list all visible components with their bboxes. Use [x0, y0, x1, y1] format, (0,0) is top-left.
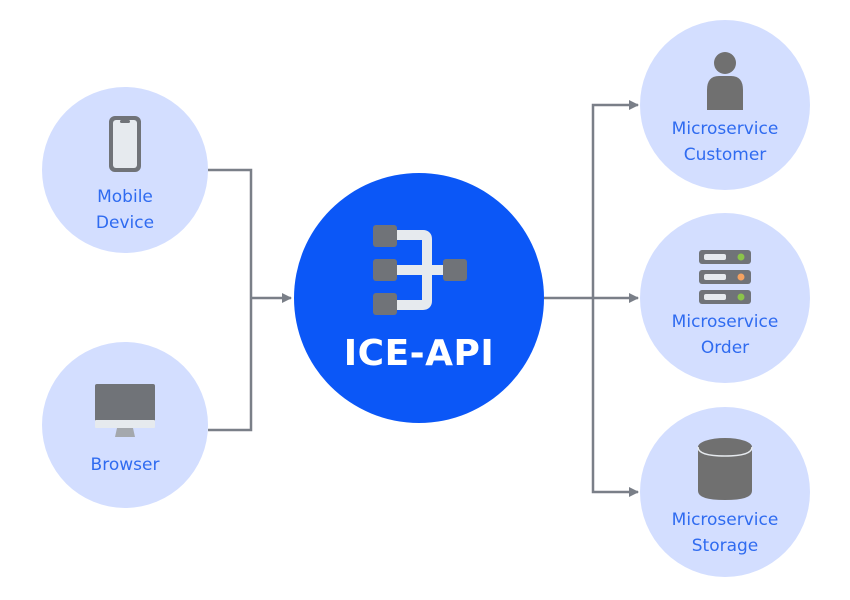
edge-browser-to-hub	[208, 298, 253, 432]
node-label-line2: Storage	[691, 536, 759, 556]
node-label-line2: Order	[700, 338, 750, 358]
server-rack-icon	[699, 250, 751, 304]
edge-hub-to-storage	[591, 298, 639, 497]
hub-ice-api[interactable]: ICE-API	[294, 173, 544, 423]
database-icon	[697, 438, 753, 500]
node-label-line1: Browser	[90, 455, 160, 475]
node-microservice-storage[interactable]: Microservice Storage	[640, 407, 810, 577]
node-label-line2: Device	[95, 213, 155, 233]
node-microservice-order[interactable]: Microservice Order	[640, 213, 810, 383]
smartphone-icon	[109, 116, 141, 172]
edge-mobile-to-hub	[208, 168, 253, 298]
node-label-line2: Customer	[683, 145, 767, 165]
edge-hub-to-customer	[591, 100, 639, 298]
desktop-monitor-icon	[95, 384, 155, 437]
user-icon	[707, 52, 743, 110]
api-gateway-icon	[373, 225, 467, 315]
hub-title: ICE-API	[343, 333, 495, 374]
node-mobile-device[interactable]: Mobile Device	[42, 87, 208, 253]
node-label-line1: Microservice	[671, 119, 779, 139]
node-label-line1: Microservice	[671, 510, 779, 530]
node-microservice-customer[interactable]: Microservice Customer	[640, 20, 810, 190]
node-label-line1: Microservice	[671, 312, 779, 332]
node-browser[interactable]: Browser	[42, 342, 208, 508]
node-label-line1: Mobile	[97, 187, 153, 207]
